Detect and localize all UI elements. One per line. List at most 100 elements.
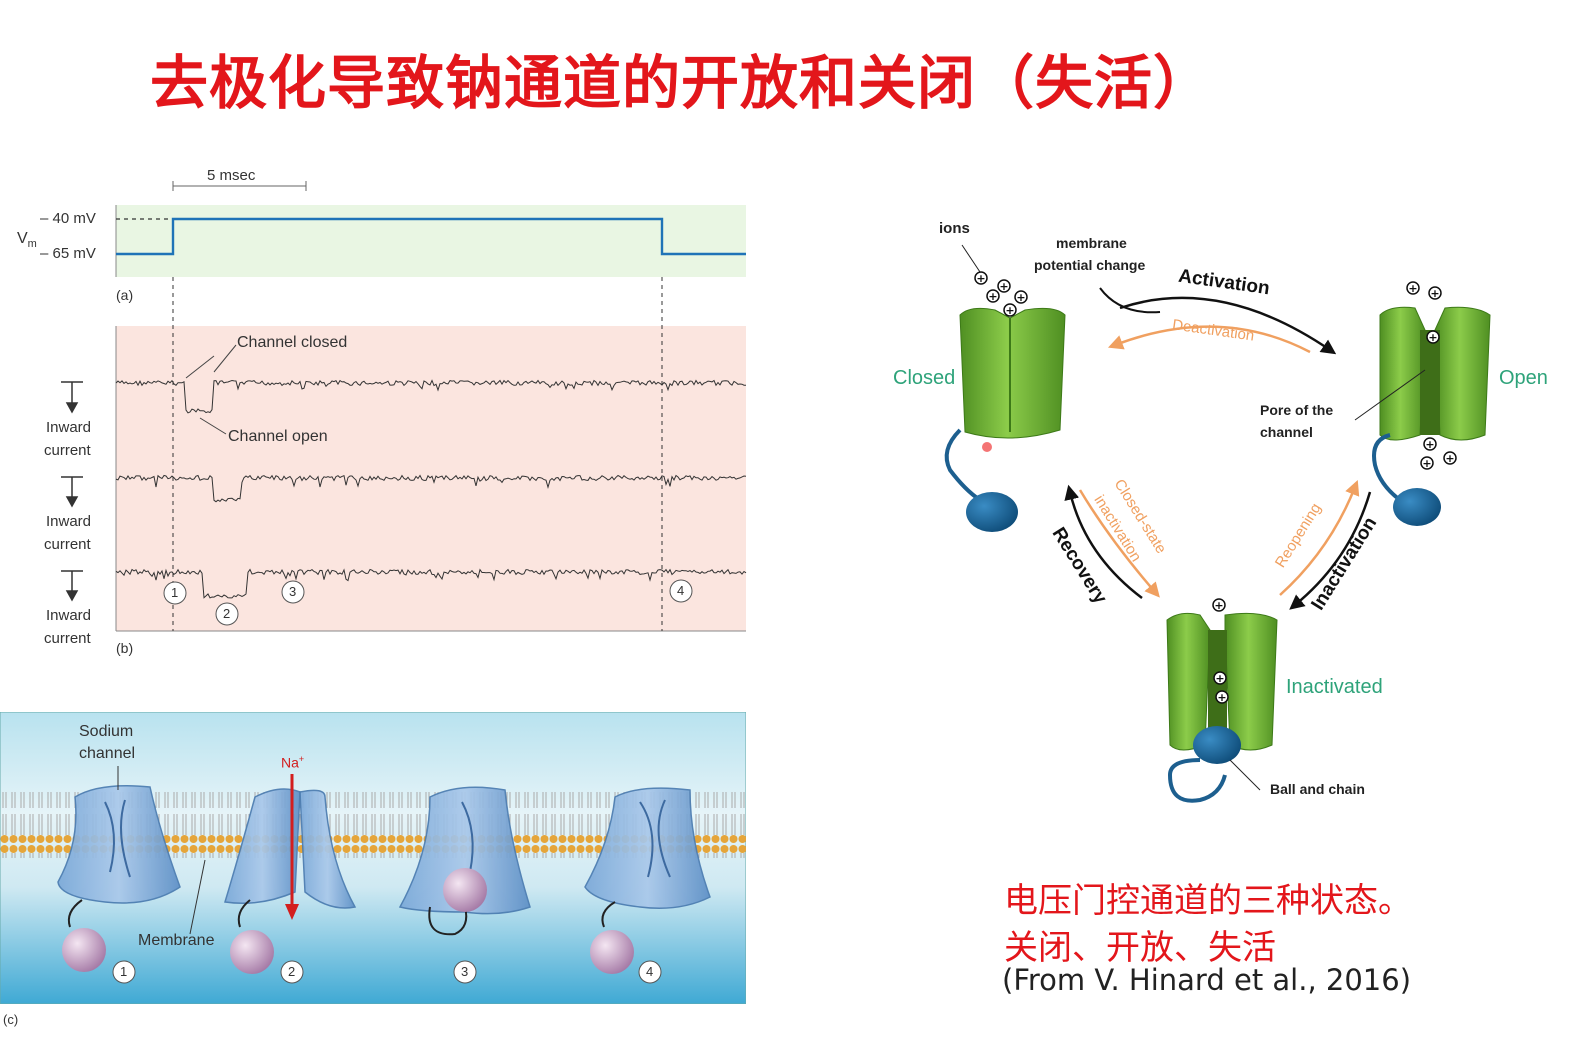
inward-label-1: Inward — [46, 419, 92, 436]
pore-label-line2: channel — [1260, 424, 1313, 440]
current-label-2: current — [44, 536, 91, 553]
pore-label-line1: Pore of the — [1260, 402, 1334, 418]
inactivation-ball-2 — [230, 930, 274, 974]
ions-label: ions — [939, 220, 970, 237]
current-trace-1 — [115, 379, 747, 414]
current-trace-2 — [115, 474, 747, 503]
scale-bar-label: 5 msec — [207, 167, 256, 184]
panel-b-graphics — [61, 277, 747, 632]
vm-letter: V — [17, 230, 28, 247]
sodium-channel-3 — [398, 786, 531, 936]
caption-line-2: 关闭、开放、失活 — [1004, 928, 1276, 968]
na-label: Na+ — [281, 754, 304, 771]
inward-label-2: Inward — [46, 513, 92, 530]
c-marker-1 — [112, 960, 136, 984]
channel-open-label: Channel open — [228, 428, 328, 445]
marker-4-text: 4 — [677, 583, 685, 598]
inactivated-state-label: Inactivated — [1286, 676, 1383, 698]
v-low-label: – 65 mV — [40, 245, 96, 262]
inactivation-ball-1 — [62, 928, 106, 972]
ion-plus-sign: + — [999, 280, 1008, 293]
recovery-arrow — [1064, 484, 1143, 599]
ion-plus-sign: + — [1425, 438, 1434, 451]
ion-plus-sign: + — [988, 290, 997, 303]
panel-a-tag: (a) — [116, 287, 134, 303]
marker-4 — [669, 579, 693, 603]
sodium-channel-1 — [57, 785, 181, 972]
sodium-channel-4 — [584, 787, 711, 974]
membrane-label: Membrane — [138, 932, 215, 949]
inactivation-ball-4 — [590, 930, 634, 974]
slide-title: 去极化导致钠通道的开放和关闭（失活） — [150, 49, 1213, 117]
panel-b-tag: (b) — [116, 640, 134, 656]
inactivated-ball — [1193, 726, 1241, 764]
panel-c-graphics — [0, 712, 746, 1004]
open-ball — [1393, 488, 1441, 526]
ion-plus-sign: + — [1445, 452, 1454, 465]
inactivation-ball-3 — [443, 868, 487, 912]
ion-group-closed — [974, 271, 1028, 317]
deactivation-arrow — [1107, 325, 1311, 354]
c-marker-4 — [638, 960, 662, 984]
marker-3 — [281, 580, 305, 604]
activation-arrow — [1119, 296, 1337, 355]
marker-1 — [163, 581, 187, 605]
c-marker-1-text: 1 — [120, 964, 128, 979]
inactivated-channel — [1166, 612, 1278, 803]
citation: (From V. Hinard et al., 2016) — [1002, 963, 1412, 997]
panel-c-tag: (c) — [3, 1012, 19, 1027]
ion-plus-sign: + — [1430, 287, 1439, 300]
c-marker-3 — [453, 960, 477, 984]
sodium-label-line1: Sodium — [79, 723, 134, 740]
current-trace-3 — [115, 568, 747, 599]
sodium-channel-2 — [224, 774, 357, 974]
na-charge: + — [298, 754, 305, 764]
open-channel — [1372, 306, 1491, 526]
marker-2 — [215, 602, 239, 626]
ion-plus-sign: + — [1428, 331, 1437, 344]
ion-plus-sign: + — [1214, 599, 1223, 612]
vm-subscript: m — [27, 238, 37, 251]
ion-plus-sign: + — [1422, 457, 1431, 470]
current-label-3: current — [44, 630, 91, 647]
closed-inactivation-arrow — [1078, 489, 1160, 598]
caption-line-1: 电压门控通道的三种状态。 — [1004, 881, 1412, 921]
c-marker-3-text: 3 — [461, 964, 469, 979]
marker-2-text: 2 — [223, 606, 231, 621]
c-marker-2-text: 2 — [288, 964, 296, 979]
inward-label-3: Inward — [46, 607, 92, 624]
ion-plus-sign: + — [1016, 291, 1025, 304]
cycle-graphics: ++++++++++++++ — [944, 244, 1491, 803]
inward-arrow-3 — [61, 570, 83, 602]
ion-plus-sign: + — [976, 272, 985, 285]
sodium-label-line2: channel — [79, 745, 136, 762]
ball-and-chain-label: Ball and chain — [1270, 781, 1365, 797]
inward-arrow-1 — [61, 381, 83, 414]
ion-plus-sign: + — [1217, 691, 1226, 704]
closed-channel — [944, 307, 1066, 532]
membrane-change-line2: potential change — [1034, 257, 1146, 273]
ion-plus-sign: + — [1215, 672, 1224, 685]
panel-a-background — [116, 205, 746, 277]
vm-label: Vm — [17, 230, 37, 250]
ion-group-open — [1406, 281, 1457, 470]
panel-a-graphics — [115, 181, 746, 277]
ion-group-inactivated — [1212, 598, 1229, 704]
marker-1-text: 1 — [171, 585, 179, 600]
membrane-change-line1: membrane — [1056, 235, 1127, 251]
c-marker-2 — [280, 960, 304, 984]
inactivation-arrow — [1289, 491, 1372, 610]
closed-ball — [966, 492, 1018, 532]
ion-plus-sign: + — [1005, 304, 1014, 317]
voltage-step-trace — [116, 217, 746, 256]
v-high-label: – 40 mV — [40, 210, 96, 227]
open-state-label: Open — [1499, 367, 1548, 389]
na-symbol: Na — [281, 754, 299, 771]
marker-3-text: 3 — [289, 584, 297, 599]
closed-state-label: Closed — [893, 367, 956, 389]
ion-plus-sign: + — [1408, 282, 1417, 295]
current-label-1: current — [44, 442, 91, 459]
inward-arrow-2 — [61, 476, 83, 508]
channel-closed-label: Channel closed — [237, 334, 348, 351]
c-marker-4-text: 4 — [646, 964, 654, 979]
